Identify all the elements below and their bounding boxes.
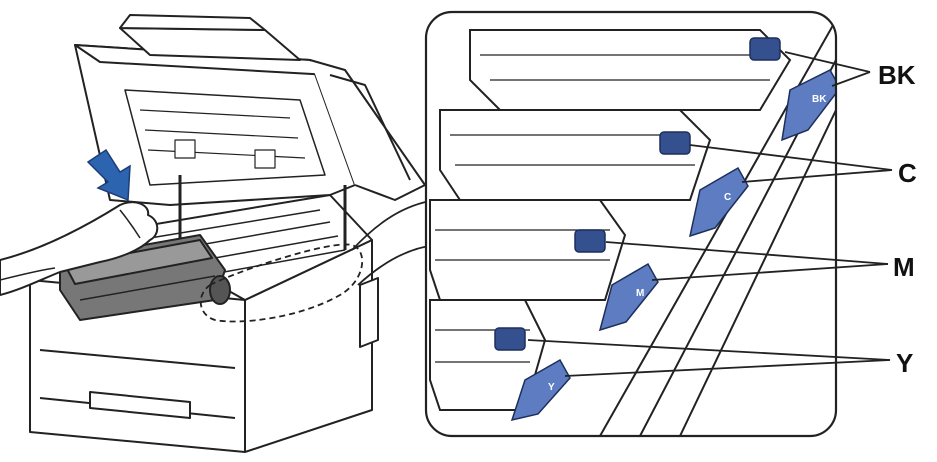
zoom-panel (424, 10, 838, 438)
side-vent (359, 277, 379, 348)
printer-illustration (0, 14, 436, 453)
tab-c (688, 166, 749, 238)
tab-label-bk: BK (812, 94, 827, 105)
label-m: M (893, 252, 915, 282)
tab-label-c: C (724, 192, 731, 203)
label-bk: BK (878, 60, 916, 90)
tab-label-y: Y (548, 382, 555, 393)
down-arrow-icon (86, 148, 131, 202)
label-y: Y (896, 348, 914, 378)
tab-m (598, 262, 659, 332)
tab-bk (781, 69, 836, 142)
knob-m (574, 229, 606, 253)
knob-c (659, 131, 691, 155)
tab-group (510, 69, 836, 422)
knob-bk (749, 37, 781, 61)
tab-label-m: M (636, 288, 644, 299)
leader-lines (527, 51, 893, 377)
detail-highlight (199, 243, 364, 323)
knob-group (494, 37, 781, 351)
tab-y (510, 358, 571, 422)
label-c: C (898, 158, 917, 188)
paper-tray (89, 391, 191, 419)
knob-y (494, 327, 526, 351)
hand-icon (0, 201, 159, 296)
